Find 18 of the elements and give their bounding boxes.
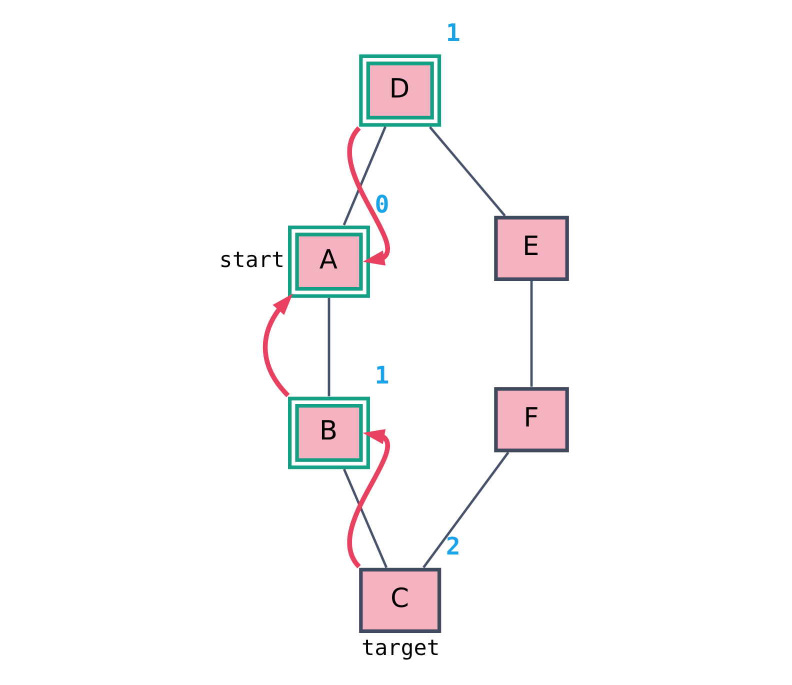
node-box: A: [288, 226, 370, 298]
node-box: D: [358, 54, 441, 127]
connector: [422, 452, 509, 568]
connector: [327, 298, 330, 396]
connector: [342, 126, 386, 226]
node-box: B: [288, 396, 370, 470]
connector: [530, 281, 532, 387]
node-label: 2: [445, 532, 460, 561]
connector: [342, 468, 388, 568]
connector: [428, 126, 506, 217]
node-label: 1: [445, 19, 460, 48]
node-label: start: [218, 248, 284, 274]
node-label: 0: [374, 190, 389, 218]
node-label: 1: [374, 361, 389, 390]
arrow: [346, 429, 390, 568]
arrow: [346, 126, 390, 266]
arrow: [262, 294, 292, 398]
node-label: target: [361, 636, 440, 662]
